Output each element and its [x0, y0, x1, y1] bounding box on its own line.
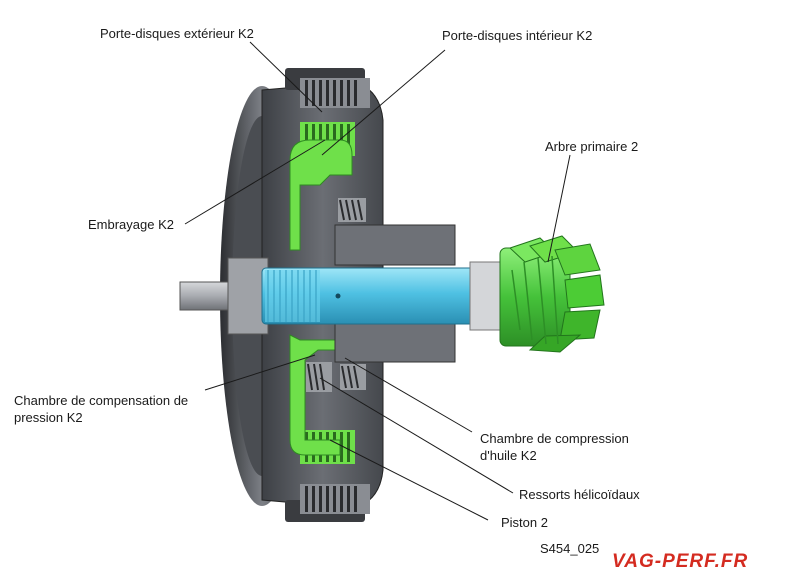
label-input-shaft: Arbre primaire 2	[545, 139, 639, 154]
input-gear	[499, 235, 605, 353]
label-oil-chamber: Chambre de compression d'huile K2	[480, 431, 629, 463]
input-shaft	[261, 261, 503, 331]
leader-lines	[184, 41, 571, 521]
watermark-logo: VAG-PERF.FR	[612, 551, 749, 572]
oil-path-top	[289, 139, 353, 251]
springs-bottom	[306, 362, 366, 392]
label-outer-disc-carrier: Porte-disques extérieur K2	[100, 26, 254, 41]
label-piston: Piston 2	[501, 515, 548, 530]
label-springs: Ressorts hélicoïdaux	[519, 487, 640, 502]
springs-top	[338, 198, 366, 222]
front-stub-shaft	[179, 257, 269, 335]
label-clutch: Embrayage K2	[88, 217, 174, 232]
outer-disc-pack-top	[300, 78, 370, 108]
label-inner-disc-carrier: Porte-disques intérieur K2	[442, 28, 593, 43]
label-compensation-chamber: Chambre de compensation de pression K2	[14, 393, 189, 425]
figure-caption: S454_025	[540, 541, 600, 556]
outer-disc-pack-bottom	[300, 484, 370, 514]
